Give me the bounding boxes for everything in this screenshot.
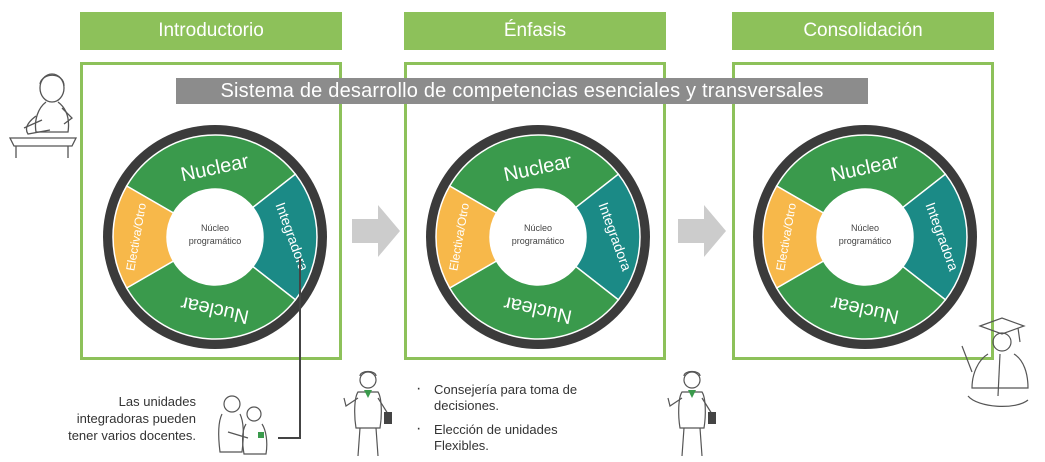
teachers-icon [218,395,268,455]
stage-header-introductorio: Introductorio [80,12,342,50]
bullet-item: Elección de unidades Flexibles. [412,421,609,454]
arrow-right-icon [678,205,726,257]
center-label-line2: programático [839,236,892,246]
note-line: integradoras pueden [76,411,196,426]
wheel-center [817,189,913,285]
wheel-center [167,189,263,285]
center-label-line1: Núcleo [851,223,879,233]
student-advisor-icon [667,370,716,457]
student-icon [8,73,78,158]
banner-text: Sistema de desarrollo de competencias es… [220,79,824,102]
arrow-right-icon [352,205,400,257]
stage-header-consolidacion: Consolidación [732,12,994,50]
bullet-item: Consejería para toma de decisiones. [412,381,609,414]
stage-header-enfasis: Énfasis [404,12,666,50]
integradoras-note: Las unidades integradoras pueden tener v… [36,393,196,444]
stage-label: Énfasis [503,20,567,41]
note-line: Las unidades [118,394,196,409]
center-label-line1: Núcleo [201,223,229,233]
enfasis-bullets: Consejería para toma de decisiones. Elec… [412,381,609,462]
center-label-line2: programático [512,236,565,246]
student-advisor-icon [343,370,392,457]
wheel-center [490,189,586,285]
center-label-line1: Núcleo [524,223,552,233]
system-banner: Sistema de desarrollo de competencias es… [176,78,868,104]
stage-label: Consolidación [803,20,923,41]
center-label-line2: programático [189,236,242,246]
graduate-icon [961,317,1029,407]
note-line: tener varios docentes. [68,428,196,443]
stage-label: Introductorio [158,20,264,41]
